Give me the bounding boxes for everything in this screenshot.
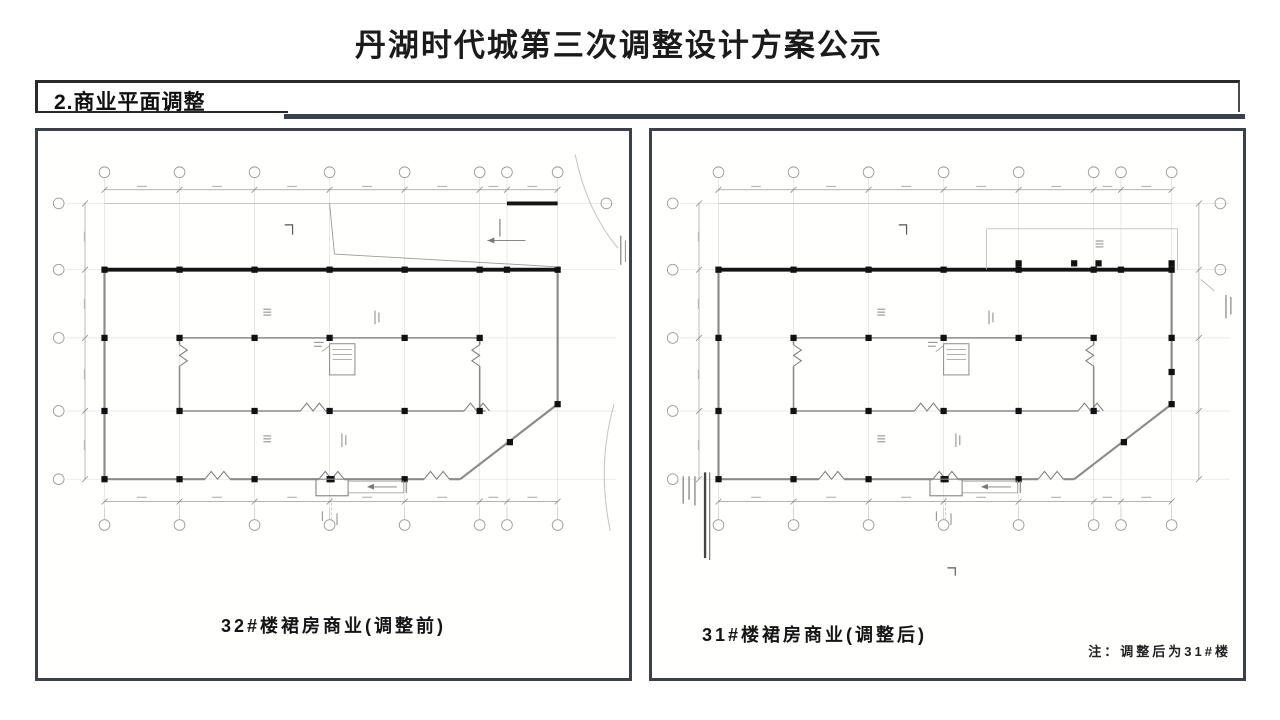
floor-plan-before-drawing [52,154,626,531]
figure-panel-before: 32#楼裙房商业(调整前) [35,128,632,681]
section-heading: 2.商业平面调整 [54,91,206,114]
section-heading-box: 2.商业平面调整 [35,80,1240,114]
page-title: 丹湖时代城第三次调整设计方案公示 [354,28,883,63]
section-divider [284,114,1245,119]
section-underline [35,111,288,113]
adjustment-note: 注：调整后为31#楼 [1088,644,1231,659]
figure-caption-before: 32#楼裙房商业(调整前) [220,616,447,636]
figure-panel-after: 31#楼裙房商业(调整后) 注：调整后为31#楼 [649,128,1246,681]
figure-caption-after: 31#楼裙房商业(调整后) [702,625,928,645]
floor-plan-after-drawing [666,166,1232,576]
